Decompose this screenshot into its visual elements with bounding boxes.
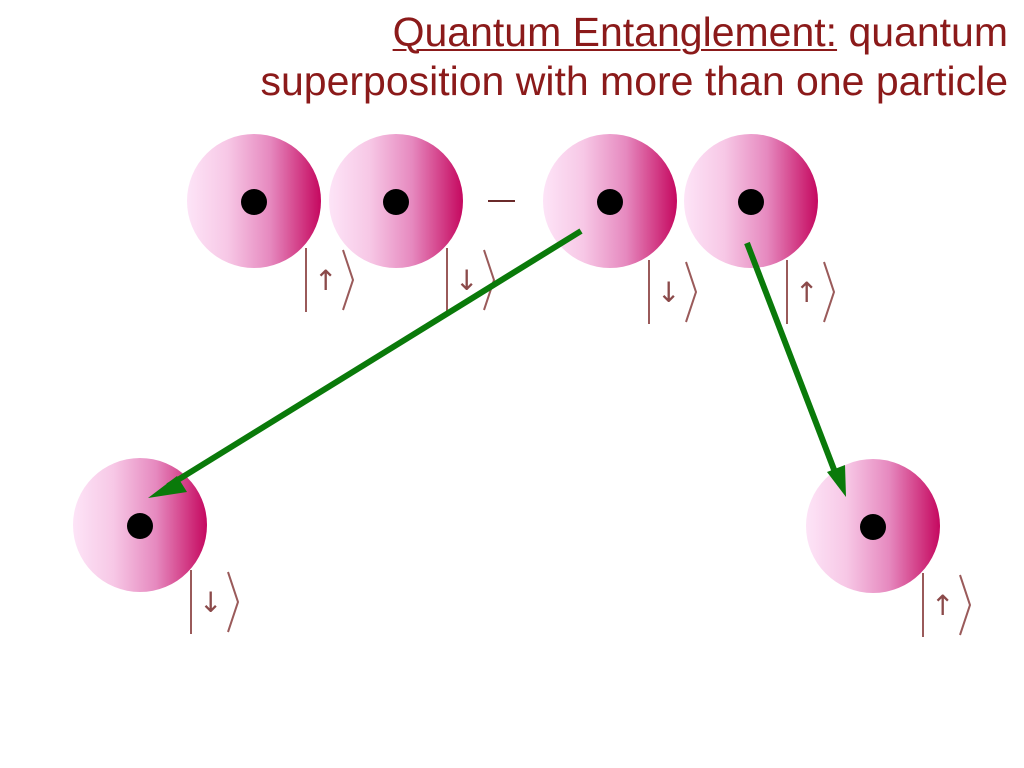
arrow-left-line <box>168 231 581 486</box>
arrow-right-line <box>747 243 838 480</box>
arrow-right-head <box>827 465 846 497</box>
